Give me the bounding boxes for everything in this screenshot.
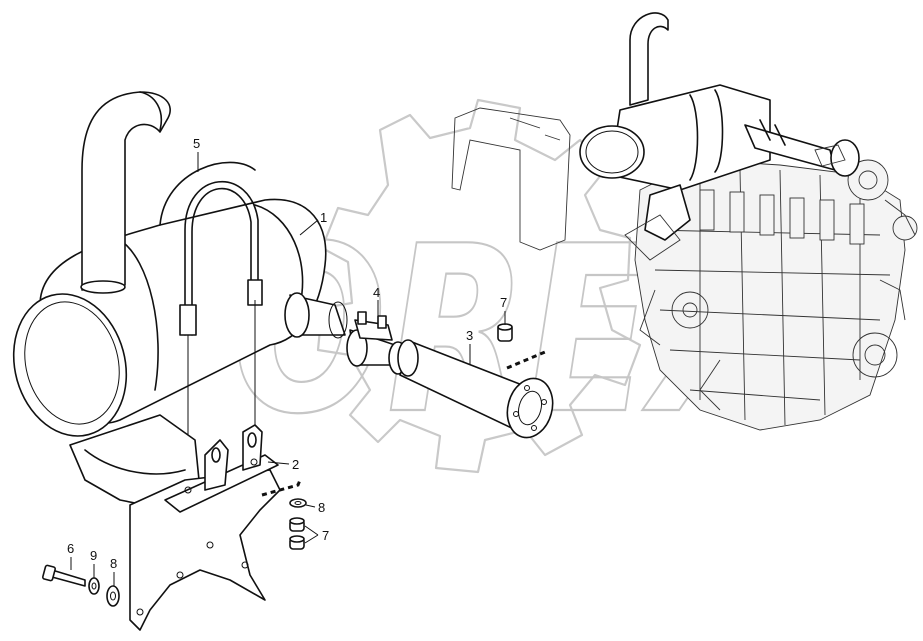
bolt-part-6 bbox=[42, 564, 86, 587]
callout-bolt: 6 bbox=[67, 541, 74, 556]
callout-washer-right: 8 bbox=[318, 500, 325, 515]
callout-nuts-bottom: 7 bbox=[322, 528, 329, 543]
nut-part-7-top bbox=[497, 323, 513, 342]
callouts: 1 5 4 3 7 2 8 7 6 9 8 bbox=[67, 136, 507, 586]
callout-bracket: 2 bbox=[292, 457, 299, 472]
callout-pipe: 3 bbox=[466, 328, 473, 343]
muffler-end-cap bbox=[12, 293, 128, 437]
pipe-flange bbox=[506, 377, 554, 439]
bracket-plate bbox=[129, 469, 281, 631]
cab-panel bbox=[451, 107, 571, 251]
u-bolt-part-5 bbox=[159, 161, 263, 490]
callout-clamp: 4 bbox=[373, 285, 380, 300]
callout-u-bolt: 5 bbox=[193, 136, 200, 151]
washer-part-8-right bbox=[289, 498, 307, 508]
washer-part-8-left bbox=[106, 585, 120, 607]
callout-lock-washer: 9 bbox=[90, 548, 97, 563]
engine-injectors bbox=[699, 189, 865, 245]
installed-muffler bbox=[579, 12, 860, 241]
muffler-stack bbox=[81, 91, 171, 291]
turbocharger bbox=[847, 159, 889, 201]
nuts-part-7-bottom bbox=[289, 517, 305, 550]
pipe-part-3 bbox=[397, 339, 554, 439]
engine-assembly bbox=[451, 12, 918, 431]
bracket-part-2 bbox=[69, 414, 302, 631]
callout-nut-top: 7 bbox=[500, 295, 507, 310]
lock-washer-part-9 bbox=[88, 577, 100, 595]
callout-muffler: 1 bbox=[320, 210, 327, 225]
callout-washer-left: 8 bbox=[110, 556, 117, 571]
